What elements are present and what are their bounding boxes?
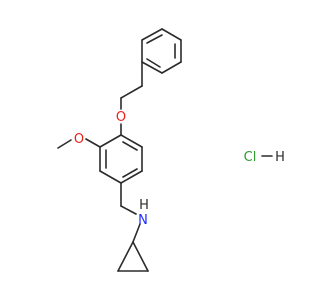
aminomethyl-linker (120, 182, 137, 215)
hcl-hydrogen-label: H (275, 150, 285, 165)
double-bond (122, 168, 138, 178)
bond (120, 170, 143, 184)
bond (161, 28, 182, 41)
amine-nitrogen-label: N (138, 213, 148, 228)
chlorine-label: Cl (244, 150, 257, 165)
bond (120, 134, 143, 148)
double-bond (146, 34, 163, 44)
cyclopropyl-ring (117, 241, 149, 272)
bond (120, 85, 143, 99)
molecule-structure: O O H N Cl H (57, 28, 285, 272)
bond (117, 241, 134, 272)
hydrochloride-salt: Cl H (244, 150, 285, 165)
bond (132, 241, 149, 272)
methoxy-group (57, 138, 101, 149)
bond (99, 170, 122, 184)
ether-oxygen-label: O (116, 110, 126, 125)
double-bond (122, 141, 138, 151)
bond (161, 61, 182, 74)
bond (99, 134, 122, 148)
ethyl-linker (120, 61, 143, 110)
benzene-ring (99, 134, 143, 184)
amine-hydrogen-label: H (139, 198, 149, 213)
bond (141, 61, 163, 74)
bond (120, 205, 137, 215)
bond (57, 139, 72, 149)
bond (141, 28, 163, 41)
phenyl-ring (141, 28, 182, 74)
double-bond (146, 58, 161, 68)
bond (85, 138, 101, 148)
bond (132, 223, 141, 243)
methoxy-oxygen-label: O (74, 132, 84, 147)
structure-canvas: O O H N Cl H (57, 28, 285, 272)
